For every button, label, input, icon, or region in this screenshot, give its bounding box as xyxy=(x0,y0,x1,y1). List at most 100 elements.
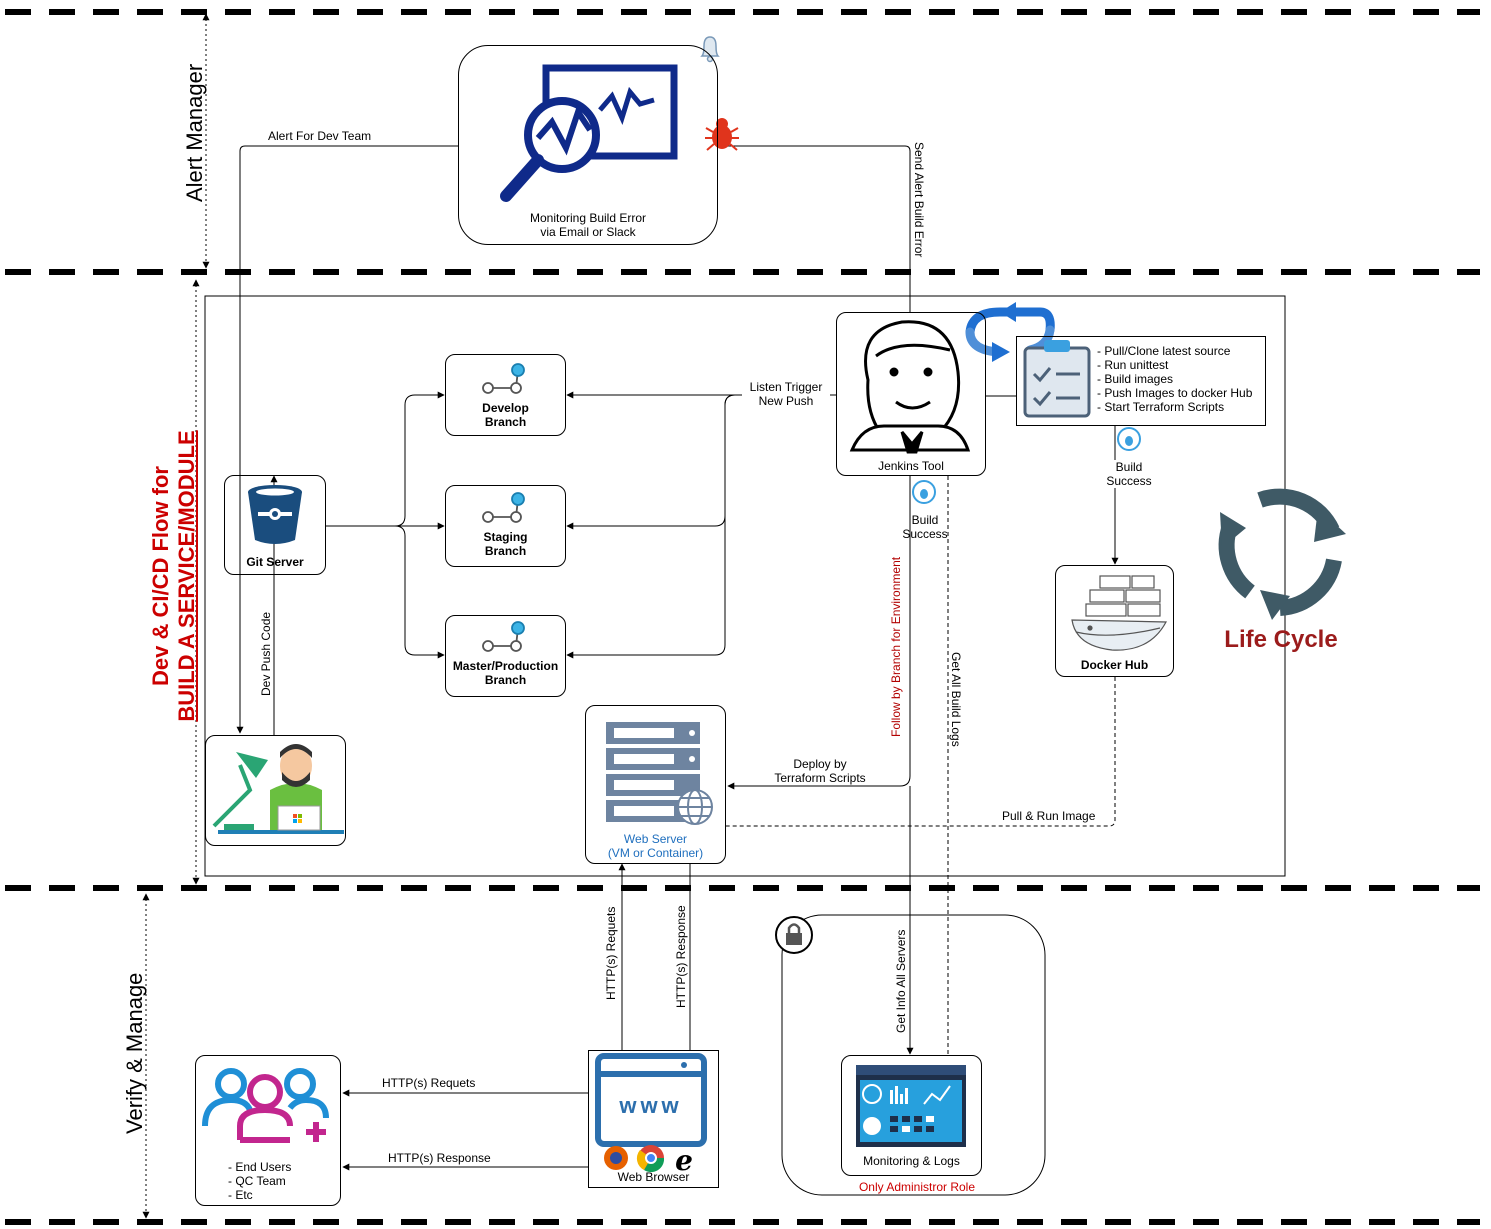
lane-title-verify-manage: Verify & Manage xyxy=(122,972,147,1134)
edge-label-get-info: Get Info All Servers xyxy=(894,929,908,1033)
master-branch-label: Master/Production Branch xyxy=(445,659,566,687)
build-success-line1: Build xyxy=(1115,460,1143,474)
edge-send-alert xyxy=(720,145,911,312)
pipeline-step: - Build images xyxy=(1097,372,1174,386)
admin-region xyxy=(781,914,1046,1196)
git-bucket-icon xyxy=(248,485,302,544)
web-browser-node[interactable] xyxy=(588,1050,719,1188)
edge-label-send-alert: Send Alert Build Error xyxy=(912,142,926,258)
branch-icon xyxy=(482,363,525,652)
lane-dividers xyxy=(5,9,1480,1225)
edge-label-http-resp-v: HTTP(s) Response xyxy=(674,905,688,1008)
staging-line2: Branch xyxy=(484,544,527,558)
pipeline-step: - Start Terraform Scripts xyxy=(1097,400,1225,414)
deploy-line1: Deploy by xyxy=(793,757,847,771)
globe-icon xyxy=(677,789,713,825)
pipeline-steps-box xyxy=(1016,336,1266,426)
staging-line1: Staging xyxy=(483,530,528,544)
browser-logos: e xyxy=(604,1144,693,1177)
users-list: - End Users - QC Team - Etc xyxy=(228,1160,291,1202)
www-text: www xyxy=(619,1093,683,1118)
git-server-label: Git Server xyxy=(246,555,304,569)
docker-hub-node[interactable] xyxy=(1055,565,1174,677)
users-node xyxy=(195,1055,341,1206)
developer-node xyxy=(205,735,346,846)
lane-markers xyxy=(142,13,210,1219)
pipeline-step: - Pull/Clone latest source xyxy=(1097,344,1231,358)
staging-branch-node[interactable] xyxy=(445,485,566,567)
lock-icon xyxy=(775,916,813,954)
pipeline-steps-list: - Pull/Clone latest source - Run unittes… xyxy=(1097,344,1252,414)
listen-line1: Listen Trigger xyxy=(749,380,823,394)
develop-branch-node[interactable] xyxy=(445,354,566,436)
users-list-item: - Etc xyxy=(228,1188,253,1202)
bug-icon xyxy=(912,480,936,504)
master-branch-node[interactable] xyxy=(445,615,566,697)
web-browser-label: Web Browser xyxy=(617,1170,690,1184)
edge-listen-master xyxy=(566,394,836,659)
edge-label-listen-trigger: Listen Trigger New Push xyxy=(742,380,830,408)
edge-label-pull-run: Pull & Run Image xyxy=(1002,809,1096,823)
www-window-icon xyxy=(595,1053,707,1147)
edge-label-deploy: Deploy by Terraform Scripts xyxy=(766,757,874,785)
develop-line2: Branch xyxy=(484,415,527,429)
web-server-line1: Web Server xyxy=(623,832,688,846)
web-server-label: Web Server (VM or Container) xyxy=(585,832,726,860)
edge-git-master xyxy=(326,525,445,659)
deploy-line2: Terraform Scripts xyxy=(774,771,866,785)
edge-label-follow-branch: Follow by Branch for Environment xyxy=(889,556,903,737)
edge-pull-run xyxy=(726,677,1116,827)
monitor-chart-icon xyxy=(500,64,678,202)
users-list-item: - End Users xyxy=(228,1160,292,1174)
developer-icon xyxy=(212,744,344,834)
edge-git-develop xyxy=(326,391,445,527)
life-cycle-label: Life Cycle xyxy=(1224,626,1338,653)
cicd-container xyxy=(204,295,1286,877)
dashboard-icon xyxy=(856,1065,966,1147)
monitoring-line2: via Email or Slack xyxy=(540,225,636,239)
clipboard-check-icon xyxy=(1023,340,1091,418)
edge-label-http-resp-h: HTTP(s) Response xyxy=(388,1151,491,1165)
dev-flow-line2: BUILD A SERVICE/MODULE xyxy=(174,430,199,722)
edge-deploy xyxy=(727,476,911,790)
monitoring-logs-node[interactable] xyxy=(841,1055,982,1176)
lane-title-dev-flow: Dev & CI/CD Flow for BUILD A SERVICE/MOD… xyxy=(148,416,200,736)
edge-listen-staging xyxy=(566,394,836,530)
staging-branch-label: Staging Branch xyxy=(445,530,566,558)
master-line1: Master/Production xyxy=(452,659,559,673)
git-server-node[interactable] xyxy=(224,475,326,575)
edge-label-http-req-v: HTTP(s) Requets xyxy=(604,906,618,1000)
monitoring-label: Monitoring Build Error via Email or Slac… xyxy=(508,211,668,239)
users-list-item: - QC Team xyxy=(228,1174,286,1188)
lane-title-alert-manager: Alert Manager xyxy=(182,63,207,202)
users-icon xyxy=(202,1068,329,1143)
admin-role-label: Only Administror Role xyxy=(832,1180,1002,1194)
lifecycle-arrowheads xyxy=(1220,508,1346,620)
build-success-line2: Success xyxy=(902,527,948,541)
pipeline-step: - Run unittest xyxy=(1097,358,1169,372)
monitoring-build-error-node xyxy=(458,45,718,245)
jenkins-label: Jenkins Tool xyxy=(878,459,944,473)
edge-label-get-logs: Get All Build Logs xyxy=(949,652,963,747)
monitoring-line1: Monitoring Build Error xyxy=(529,211,647,225)
jenkins-icon xyxy=(849,320,971,454)
edge-label-http-req-h: HTTP(s) Requets xyxy=(382,1076,476,1090)
pipeline-step: - Push Images to docker Hub xyxy=(1097,386,1253,400)
build-success-line1: Build xyxy=(911,513,939,527)
master-line2: Branch xyxy=(484,673,527,687)
edge-alert-dev-team xyxy=(236,145,458,734)
jenkins-node[interactable] xyxy=(836,312,986,476)
docker-whale-icon xyxy=(1071,575,1167,651)
web-server-line2: (VM or Container) xyxy=(607,846,704,860)
edge-label-build-success-2: Build Success xyxy=(1100,460,1158,488)
dev-flow-line1: Dev & CI/CD Flow for xyxy=(148,466,173,687)
monitoring-logs-label: Monitoring & Logs xyxy=(863,1154,960,1168)
web-server-node[interactable] xyxy=(585,705,726,864)
docker-hub-label: Docker Hub xyxy=(1080,658,1149,672)
listen-line2: New Push xyxy=(758,394,814,408)
edge-label-build-success-1: Build Success xyxy=(896,513,954,541)
edge-label-dev-push: Dev Push Code xyxy=(259,611,273,696)
svg-text:e: e xyxy=(675,1144,693,1177)
build-success-line2: Success xyxy=(1106,474,1152,488)
develop-line1: Develop xyxy=(482,401,529,415)
